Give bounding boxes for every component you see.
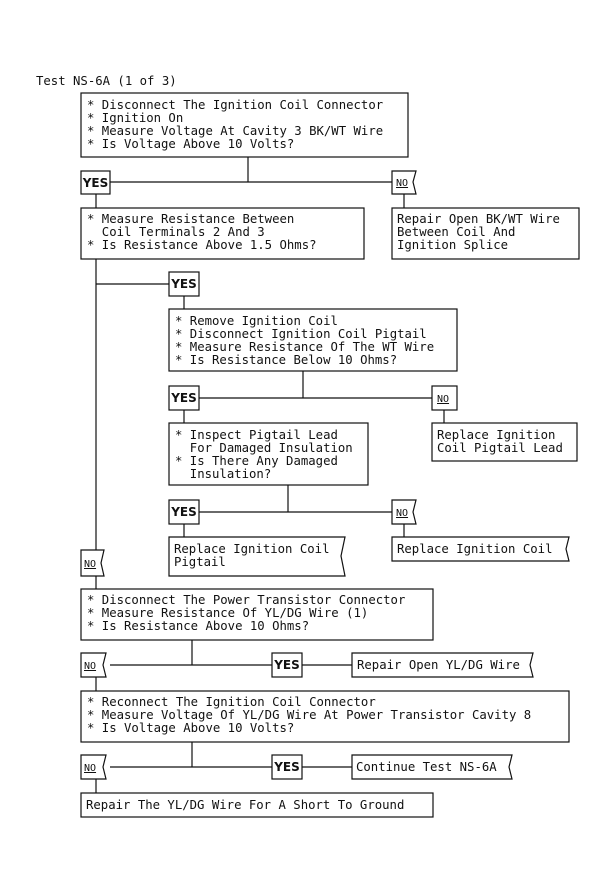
- step-box-coil-resistance: * Measure Resistance Between Coil Termin…: [80, 207, 365, 260]
- result-line: Replace Ignition: [437, 428, 555, 442]
- result-box-replace-pigtail-lead: Replace Ignition Coil Pigtail Lead: [431, 422, 578, 462]
- step-line: * Measure Resistance Of The WT Wire: [175, 340, 434, 354]
- svg-text:YES: YES: [82, 176, 109, 190]
- step-line: * Measure Resistance Of YL/DG Wire (1): [87, 606, 368, 620]
- result-line: Replace Ignition Coil: [397, 542, 552, 556]
- svg-text:YES: YES: [170, 391, 197, 405]
- yes-label: YES: [80, 170, 111, 195]
- result-line: Ignition Splice: [397, 238, 508, 252]
- yes-label: YES: [168, 499, 200, 525]
- step-line: * Is Resistance Above 1.5 Ohms?: [87, 238, 317, 252]
- result-box-repair-bkwt: Repair Open BK/WT Wire Between Coil And …: [391, 207, 580, 260]
- result-line: Coil Pigtail Lead: [437, 441, 563, 455]
- yes-label: YES: [271, 754, 303, 780]
- step-box-yldg-voltage: * Reconnect The Ignition Coil Connector …: [80, 690, 570, 743]
- step-line: * Inspect Pigtail Lead: [175, 428, 338, 442]
- result-box-repair-short-to-ground: Repair The YL/DG Wire For A Short To Gro…: [80, 792, 434, 818]
- no-label: NO: [391, 170, 417, 195]
- no-label: NO: [80, 754, 107, 780]
- svg-text:NO: NO: [437, 394, 449, 405]
- yes-label: YES: [271, 652, 303, 678]
- step-box-check-bkwt-voltage: * Disconnect The Ignition Coil Connector…: [80, 92, 409, 158]
- no-label: NO: [80, 652, 107, 678]
- no-label: NO: [391, 499, 417, 525]
- step-line: * Reconnect The Ignition Coil Connector: [87, 695, 376, 709]
- step-line: * Ignition On: [87, 111, 183, 125]
- step-line: For Damaged Insulation: [175, 441, 353, 455]
- result-line: Continue Test NS-6A: [356, 760, 497, 774]
- result-line: Between Coil And: [397, 225, 515, 239]
- step-line: * Measure Resistance Between: [87, 212, 294, 226]
- svg-text:NO: NO: [84, 661, 96, 672]
- yes-label: YES: [168, 271, 200, 297]
- step-line: * Is Voltage Above 10 Volts?: [87, 137, 294, 151]
- result-box-repair-open-yldg: Repair Open YL/DG Wire: [351, 652, 534, 678]
- step-line: * Disconnect The Power Transistor Connec…: [87, 593, 405, 607]
- step-line: Coil Terminals 2 And 3: [87, 225, 265, 239]
- svg-text:NO: NO: [84, 559, 96, 570]
- svg-text:YES: YES: [170, 505, 197, 519]
- no-label: NO: [431, 385, 458, 411]
- result-line: Repair Open BK/WT Wire: [397, 212, 560, 226]
- step-line: Insulation?: [175, 467, 271, 481]
- step-line: * Disconnect The Ignition Coil Connector: [87, 98, 383, 112]
- step-box-wt-wire-resistance: * Remove Ignition Coil * Disconnect Igni…: [168, 308, 458, 372]
- yes-label: YES: [168, 385, 200, 411]
- result-line: Repair The YL/DG Wire For A Short To Gro…: [86, 798, 404, 812]
- result-box-continue-test: Continue Test NS-6A: [351, 754, 513, 780]
- step-line: * Is Voltage Above 10 Volts?: [87, 721, 294, 735]
- connectors: [95, 157, 445, 793]
- result-line: Pigtail: [174, 555, 226, 569]
- step-line: * Is There Any Damaged: [175, 454, 338, 468]
- page-title: Test NS-6A (1 of 3): [36, 74, 177, 88]
- step-line: * Remove Ignition Coil: [175, 314, 338, 328]
- result-box-replace-coil-pigtail: Replace Ignition Coil Pigtail: [168, 536, 346, 577]
- svg-text:NO: NO: [396, 508, 408, 519]
- step-line: * Measure Voltage At Cavity 3 BK/WT Wire: [87, 124, 383, 138]
- step-line: * Is Resistance Above 10 Ohms?: [87, 619, 309, 633]
- step-box-yldg-resistance: * Disconnect The Power Transistor Connec…: [80, 588, 434, 641]
- step-line: * Disconnect Ignition Coil Pigtail: [175, 327, 427, 341]
- result-line: Replace Ignition Coil: [174, 542, 329, 556]
- svg-text:YES: YES: [273, 658, 300, 672]
- step-line: * Measure Voltage Of YL/DG Wire At Power…: [87, 708, 531, 722]
- svg-text:NO: NO: [84, 763, 96, 774]
- no-label: NO: [80, 549, 105, 577]
- step-box-inspect-pigtail: * Inspect Pigtail Lead For Damaged Insul…: [168, 422, 369, 486]
- result-line: Repair Open YL/DG Wire: [357, 658, 520, 672]
- step-line: * Is Resistance Below 10 Ohms?: [175, 353, 397, 367]
- result-box-replace-coil: Replace Ignition Coil: [391, 536, 570, 562]
- svg-text:YES: YES: [170, 277, 197, 291]
- svg-text:YES: YES: [273, 760, 300, 774]
- svg-text:NO: NO: [396, 178, 408, 189]
